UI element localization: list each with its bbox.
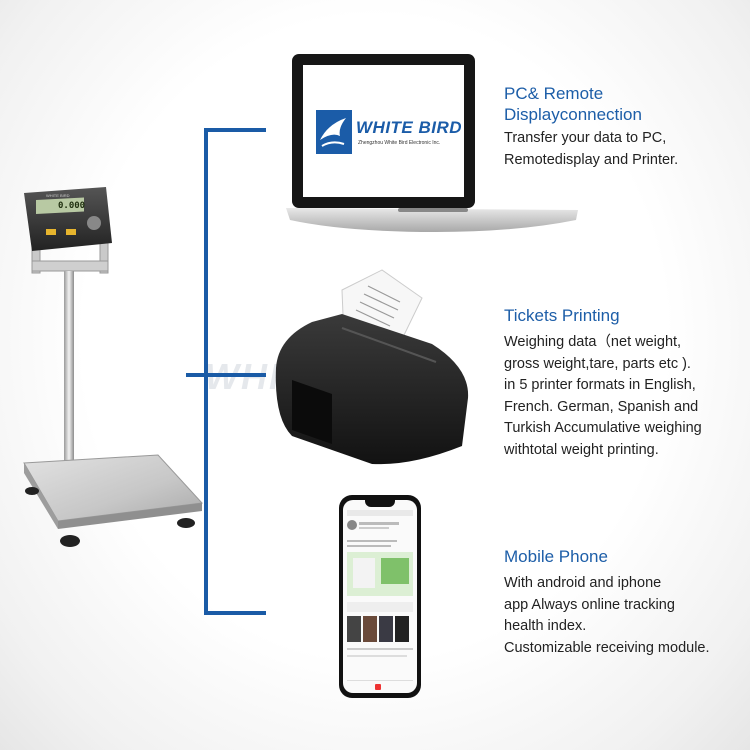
- desc-line: With android and iphone: [504, 575, 662, 591]
- pc-remote-heading-line1: PC& Remote: [504, 84, 604, 103]
- pc-remote-description: Transfer your data to PC, Remotedisplay …: [504, 128, 678, 171]
- desc-line: health index.: [504, 618, 587, 634]
- pc-remote-heading-line2: Displayconnection: [504, 105, 642, 124]
- desc-line: Turkish Accumulative weighing: [504, 420, 702, 436]
- scale-display-brand: WHITE BIRD: [46, 193, 70, 198]
- desc-line: Customizable receiving module.: [504, 639, 710, 656]
- mobile-phone-heading: Mobile Phone: [504, 547, 608, 566]
- platform-scale-image: 0.000 WHITE BIRD: [18, 185, 208, 555]
- smartphone-image: [339, 495, 421, 698]
- pc-remote-heading: PC& Remote Displayconnection: [504, 83, 642, 125]
- desc-line: gross weight,tare, parts etc ).: [504, 355, 691, 372]
- connector-line-bottom: [204, 611, 266, 615]
- laptop-screen-logo-icon: [316, 110, 352, 154]
- laptop-image: WHITE BIRD Zhengzhou White Bird Electron…: [286, 52, 580, 235]
- connector-line-top: [204, 128, 266, 132]
- connector-line-middle: [186, 373, 266, 377]
- tickets-printing-heading: Tickets Printing: [504, 306, 620, 325]
- desc-line: French. German, Spanish and: [504, 398, 699, 415]
- scale-display-reading: 0.000: [58, 201, 86, 211]
- desc-line: Remotedisplay and Printer.: [504, 151, 679, 168]
- laptop-screen-company: Zhengzhou White Bird Electronic Inc.: [358, 140, 441, 146]
- mobile-phone-description: With android and iphone app Always onlin…: [504, 573, 710, 659]
- desc-line: app Always online tracking: [504, 596, 675, 613]
- desc-line: Weighing data（net weight,: [504, 334, 682, 350]
- receipt-printer-image: [272, 268, 474, 468]
- tickets-printing-description: Weighing data（net weight, gross weight,t…: [504, 332, 702, 461]
- phone-screen: [343, 500, 417, 693]
- desc-line: Transfer your data to PC,: [504, 130, 667, 146]
- desc-line: withtotal weight printing.: [504, 441, 659, 458]
- laptop-screen-brand: WHITE BIRD: [356, 118, 463, 137]
- desc-line: in 5 printer formats in English,: [504, 377, 696, 393]
- connector-line-vertical: [204, 128, 208, 615]
